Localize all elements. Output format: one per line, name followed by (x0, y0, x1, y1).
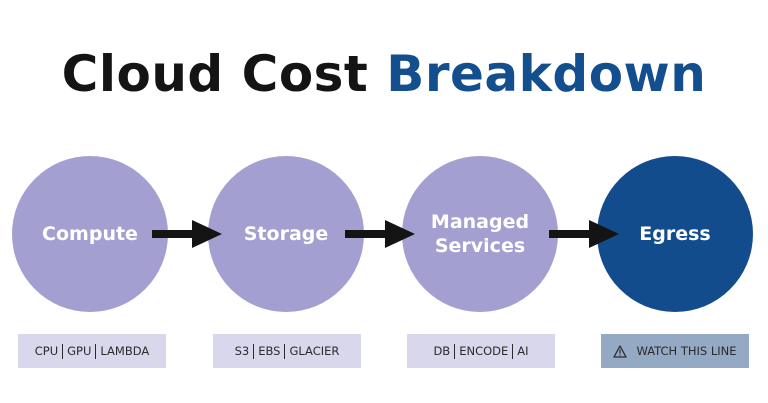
stage-managed-services-tags: DB ENCODE AI (407, 334, 555, 368)
tag-divider (62, 343, 64, 359)
tag-item: ENCODE (459, 344, 509, 358)
tag-divider (284, 343, 286, 359)
tag-divider (253, 343, 255, 359)
stage-storage-circle: Storage (208, 156, 364, 312)
stage-managed-services-circle: Managed Services (402, 156, 558, 312)
stage-compute-circle: Compute (12, 156, 168, 312)
tag-item: AI (517, 344, 529, 358)
tag-item: EBS (258, 344, 281, 358)
stage-managed-services-label: Managed Services (430, 211, 530, 257)
tag-item: CPU (34, 344, 59, 358)
diagram-title: Cloud Cost Breakdown (0, 44, 768, 104)
tag-divider (512, 343, 514, 359)
title-part-1: Cloud Cost (61, 45, 387, 103)
tag-item: GLACIER (289, 344, 340, 358)
stage-egress-label: Egress (639, 223, 711, 245)
warning-triangle-icon (613, 344, 628, 358)
tag-item: DB (433, 344, 451, 358)
stage-egress-note: WATCH THIS LINE (601, 334, 749, 368)
arrow-right-icon (152, 220, 222, 248)
egress-note-text: WATCH THIS LINE (636, 344, 737, 358)
title-part-2-accent: Breakdown (386, 45, 707, 103)
stage-compute-tags: CPU GPU LAMBDA (18, 334, 166, 368)
arrow-right-icon (549, 220, 619, 248)
stage-egress-circle: Egress (597, 156, 753, 312)
stage-compute-label: Compute (42, 223, 138, 245)
tag-item: LAMBDA (100, 344, 150, 358)
tag-divider (454, 343, 456, 359)
stage-storage-label: Storage (243, 223, 329, 245)
tag-item: S3 (234, 344, 250, 358)
arrow-right-icon (345, 220, 415, 248)
tag-item: GPU (67, 344, 92, 358)
tag-divider (95, 343, 97, 359)
stage-storage-tags: S3 EBS GLACIER (213, 334, 361, 368)
